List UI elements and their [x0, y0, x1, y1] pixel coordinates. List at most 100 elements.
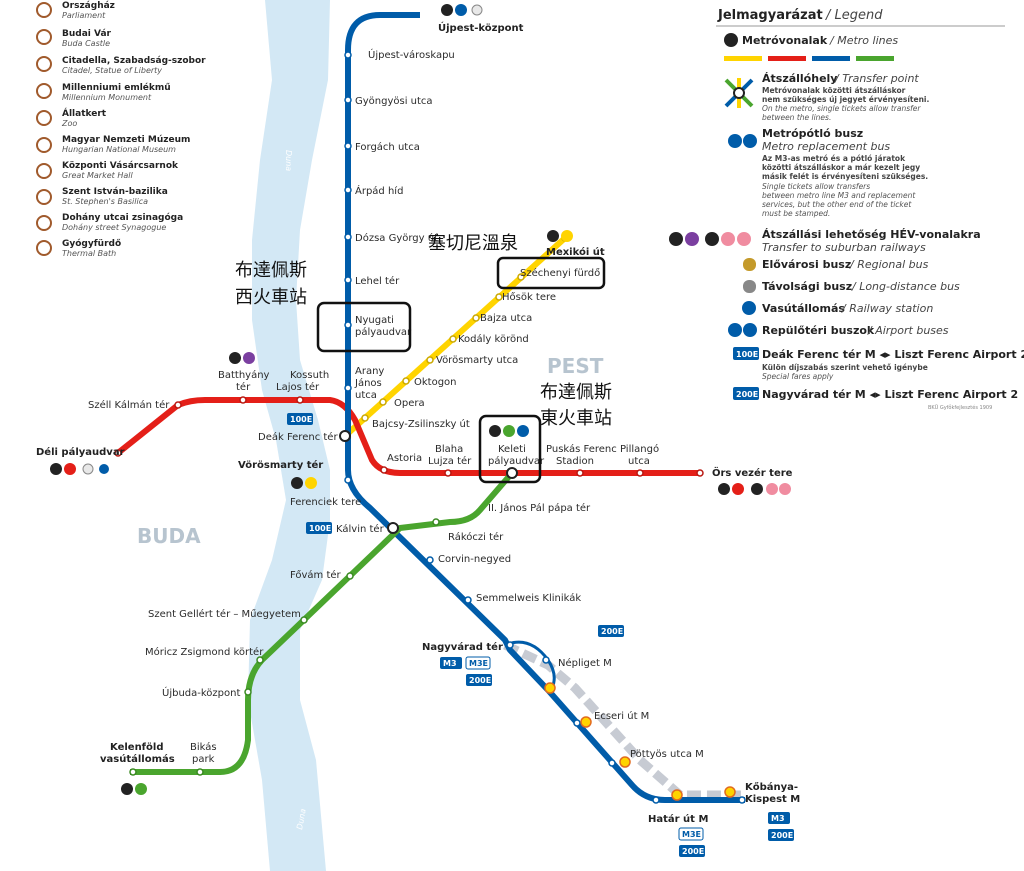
replacement-stop-ecseri[interactable] [580, 716, 592, 728]
stop-lehel[interactable] [344, 276, 352, 284]
landmark-title: Gyógyfürdő [62, 238, 121, 249]
legend-hev: Átszállási lehetőség HÉV-vonalakra [762, 228, 981, 241]
badge-text: M3E [469, 659, 488, 668]
landmark-title: Állatkert [62, 107, 107, 119]
legend-longdistance: Távolsági busz [762, 280, 852, 293]
stop-oktogon[interactable] [402, 377, 410, 385]
line-2-icon [732, 483, 744, 495]
badge-text: 200E [469, 676, 491, 685]
stop-vorosmarty-utca[interactable] [426, 356, 434, 364]
transfer-keleti[interactable] [506, 467, 518, 479]
landmark-item: Központi Vásárcsarnok Great Market Hall [36, 161, 179, 180]
landmark-title: Központi Vásárcsarnok [62, 161, 179, 171]
stop-nagyvarad[interactable] [506, 641, 514, 649]
stop-pottyos[interactable] [608, 759, 616, 767]
badge-keleti [489, 425, 529, 437]
airport-100e-badge [287, 413, 313, 425]
keleti-highlight-box [478, 414, 542, 484]
replacement-stop-kobanya[interactable] [724, 786, 736, 798]
stop-astoria[interactable] [380, 466, 388, 474]
stop-arany[interactable] [344, 384, 352, 392]
badge-100e-kalvin: 100E [306, 522, 332, 534]
replacement-stop-hatar[interactable] [671, 789, 683, 801]
stop-arpad[interactable] [344, 186, 352, 194]
badge-batthyany [229, 352, 255, 364]
label-pillango-1: Pillangó [620, 443, 659, 455]
stop-fovam[interactable] [346, 572, 354, 580]
stop-corvin[interactable] [426, 556, 434, 564]
landmark-subtitle: St. Stephen's Basilica [62, 197, 148, 206]
stop-deli[interactable] [114, 449, 122, 457]
legend-100e-text: Deák Ferenc tér M ◂▸ Liszt Ferenc Airpor… [762, 348, 1024, 361]
basilica-icon [36, 189, 52, 205]
stop-kossuth[interactable] [296, 396, 304, 404]
stop-szell[interactable] [174, 401, 182, 409]
stop-batthyany[interactable] [239, 396, 247, 404]
legend-replacement: Metrópótló busz [762, 127, 863, 140]
transfer-deak[interactable] [339, 430, 351, 442]
badge-text: 100E [309, 524, 331, 533]
stop-hatar[interactable] [652, 796, 660, 804]
transfer-kalvin[interactable] [387, 522, 399, 534]
stop-janos-pal[interactable] [432, 518, 440, 526]
landmark-item: Millenniumi emlékmű Millennium Monument [36, 82, 171, 102]
replacement-stops [544, 682, 736, 801]
stop-nyugati[interactable] [344, 321, 352, 329]
buda-area-label: BUDA [137, 524, 201, 548]
stop-kodaly[interactable] [449, 335, 457, 343]
label-gyongyosi: Gyöngyösi utca [355, 96, 433, 107]
stop-szechenyi[interactable] [517, 273, 525, 281]
stop-forgach[interactable] [344, 142, 352, 150]
stop-ujbuda[interactable] [244, 688, 252, 696]
landmark-title: Citadella, Szabadság-szobor [62, 56, 206, 66]
stop-blaha[interactable] [444, 469, 452, 477]
stop-kobanya[interactable] [738, 796, 746, 804]
legend-railway-en: / Railway station [841, 302, 933, 315]
stop-nepliget[interactable] [542, 656, 550, 664]
stop-ecseri[interactable] [573, 719, 581, 727]
badge-text: M3 [771, 814, 785, 823]
label-arany-2: János [354, 377, 382, 389]
stop-gellert[interactable] [300, 616, 308, 624]
label-pottyos: Pöttyös utca M [630, 749, 704, 760]
badge-vorosmarty-ter [291, 477, 317, 489]
badge-text: 200E [601, 627, 623, 636]
line-1-icon [305, 477, 317, 489]
stop-dozsa[interactable] [344, 233, 352, 241]
legend-100e-body-2: Special fares apply [762, 372, 834, 381]
stop-opera[interactable] [379, 398, 387, 406]
stop-bikas[interactable] [196, 768, 204, 776]
replacement-bus-icon [728, 134, 742, 148]
label-kelenfold-2: vasútállomás [100, 753, 175, 765]
stop-bajcsy[interactable] [361, 414, 369, 422]
label-hatar: Határ út M [648, 813, 708, 825]
monument-icon [36, 83, 52, 99]
landmark-item: Citadella, Szabadság-szobor Citadel, Sta… [36, 56, 206, 75]
stop-moricz[interactable] [256, 656, 264, 664]
stop-kelenfold[interactable] [129, 768, 137, 776]
stop-puskas[interactable] [576, 469, 584, 477]
line-4-icon [135, 783, 147, 795]
synagogue-icon [36, 215, 52, 231]
replacement-stop-nepliget[interactable] [544, 682, 556, 694]
landmark-item: Szent István-bazilika St. Stephen's Basi… [36, 187, 168, 206]
stop-gyongyosi[interactable] [344, 96, 352, 104]
stop-ors[interactable] [696, 469, 704, 477]
stop-ujpest-varoskapu[interactable] [344, 51, 352, 59]
landmark-subtitle: Citadel, Statue of Liberty [62, 66, 162, 75]
label-bikas-2: park [192, 754, 215, 765]
stop-semmelweis[interactable] [464, 596, 472, 604]
legend-replacement-body-7: must be stamped. [762, 209, 830, 218]
parliament-icon [36, 2, 52, 18]
stop-bajza[interactable] [472, 314, 480, 322]
stop-ferenciek[interactable] [344, 476, 352, 484]
landmark-title: Szent István-bazilika [62, 187, 168, 197]
stop-hosok[interactable] [495, 293, 503, 301]
replacement-stop-pottyos[interactable] [619, 756, 631, 768]
stop-pillango[interactable] [636, 469, 644, 477]
citadel-icon [36, 56, 52, 72]
annotation-szechenyi: 塞切尼溫泉 [428, 233, 518, 254]
label-oktogon: Oktogon [414, 377, 457, 388]
m3-badge [768, 812, 790, 824]
